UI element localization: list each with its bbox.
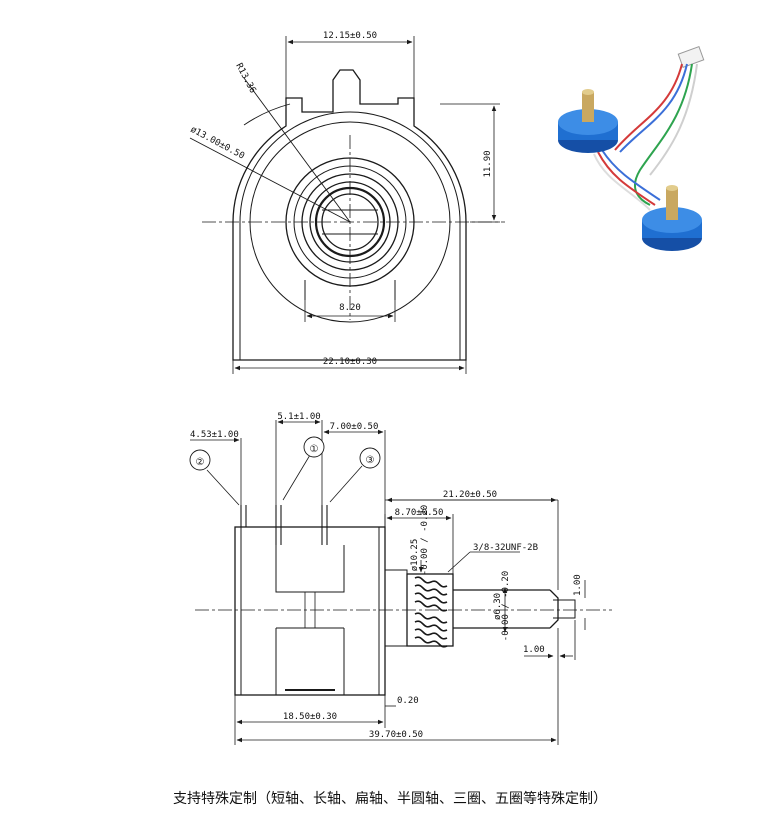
dim-height-right: 11.90 xyxy=(483,150,493,177)
thread-spec: 3/8-32UNF-2B xyxy=(473,543,538,553)
dim-shaft-dia: ø6.30 xyxy=(493,593,503,620)
dim-flat-len: 1.00 xyxy=(523,645,545,655)
dim-gap: 0.20 xyxy=(397,696,419,706)
dim-flat: 1.00 xyxy=(573,574,583,596)
dim-pin2-offset: 4.53±1.00 xyxy=(190,430,239,440)
side-dimensions xyxy=(190,419,586,745)
dim-diameter: ø13.00±0.50 xyxy=(189,125,246,162)
dim-width-top: 12.15±0.50 xyxy=(323,31,377,41)
thread-coils xyxy=(414,576,448,648)
callout-1 xyxy=(303,436,325,458)
dim-shaft-tol: -0.00 / -0.20 xyxy=(501,571,511,641)
dim-thread-tol: -0.00 / -0.20 xyxy=(420,505,430,575)
product-photo xyxy=(558,46,705,251)
customization-caption: 支持特殊定制（短轴、长轴、扁轴、半圆轴、三圈、五圈等特殊定制） xyxy=(173,791,607,807)
pin-label-1: ① xyxy=(310,444,319,455)
dim-thread-dia: ø10.25 xyxy=(410,539,420,572)
front-centerlines xyxy=(202,135,505,320)
dim-body-len: 18.50±0.30 xyxy=(283,712,337,722)
pin-label-2: ② xyxy=(196,457,205,468)
side-view xyxy=(234,505,576,696)
callout-3 xyxy=(359,447,381,469)
dim-overall-len: 39.70±0.50 xyxy=(369,730,423,740)
callout-2 xyxy=(189,449,211,471)
dim-shaft-total: 21.20±0.50 xyxy=(443,490,497,500)
front-dimensions xyxy=(232,36,500,374)
dim-inner: 8.20 xyxy=(339,303,361,313)
dim-thread-len: 8.70±0.50 xyxy=(395,508,444,518)
dim-pin-spacing: 5.1±1.00 xyxy=(277,412,320,422)
dim-radius: R13.36 xyxy=(233,62,257,95)
dim-total-width: 22.10±0.30 xyxy=(323,357,377,367)
front-view xyxy=(189,69,467,361)
pin-label-3: ③ xyxy=(366,455,375,466)
dim-pin3-offset: 7.00±0.50 xyxy=(330,422,379,432)
